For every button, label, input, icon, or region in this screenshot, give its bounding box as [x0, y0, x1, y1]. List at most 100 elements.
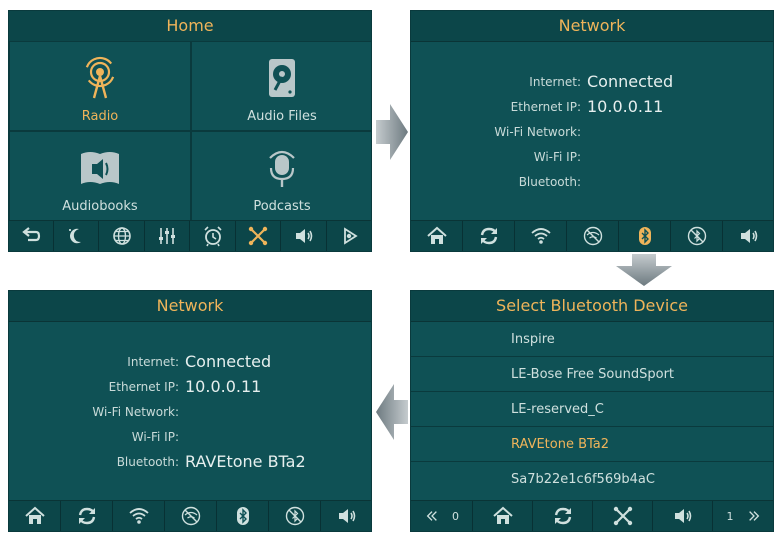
speaker-button[interactable]: [281, 221, 327, 251]
bluetooth-title: Select Bluetooth Device: [411, 291, 773, 322]
refresh-icon: [554, 507, 571, 525]
tile-radio-label: Radio: [81, 109, 119, 124]
device-label: Sa7b22e1c6f569b4aC: [511, 472, 655, 487]
home-screen: Home Radio Audio Files Audiobooks: [8, 10, 372, 252]
alarm-icon: [203, 226, 222, 247]
tile-audiobooks[interactable]: Audiobooks: [9, 131, 191, 221]
tile-audio-files-label: Audio Files: [247, 109, 317, 124]
bluetooth-button[interactable]: [619, 221, 671, 251]
info-key: Wi-Fi Network:: [92, 405, 179, 419]
bluetooth-off-button[interactable]: [269, 501, 321, 531]
device-item-selected[interactable]: RAVEtone BTa2: [411, 428, 773, 462]
info-value: Connected: [185, 352, 272, 371]
home-button[interactable]: [411, 221, 463, 251]
speaker-icon: [295, 229, 312, 243]
info-key: Bluetooth:: [518, 175, 581, 189]
page-prev-number: 0: [452, 509, 459, 523]
wifi-off-icon: [181, 506, 200, 526]
equalizer-button[interactable]: [145, 221, 190, 251]
network-toolbar-1: [411, 220, 773, 251]
microphone-icon: [269, 150, 295, 187]
refresh-button[interactable]: [463, 221, 515, 251]
tile-podcasts[interactable]: Podcasts: [191, 131, 371, 221]
connect-icon: [248, 226, 268, 246]
device-label: LE-reserved_C: [511, 402, 604, 417]
device-item[interactable]: LE-reserved_C: [411, 393, 773, 427]
back-icon: [22, 227, 41, 242]
page-prev-button[interactable]: 0: [411, 501, 473, 531]
info-key: Wi-Fi IP:: [131, 430, 179, 444]
refresh-button[interactable]: [533, 501, 593, 531]
arrow-left-icon: [376, 384, 408, 440]
device-label: Inspire: [511, 332, 555, 347]
device-label: LE-Bose Free SoundSport: [511, 367, 675, 382]
tile-audio-files[interactable]: Audio Files: [191, 41, 371, 131]
equalizer-icon: [159, 228, 175, 244]
device-item[interactable]: Sa7b22e1c6f569b4aC: [411, 463, 773, 497]
info-key: Wi-Fi Network:: [494, 125, 581, 139]
connect-button[interactable]: [593, 501, 653, 531]
tile-radio[interactable]: Radio: [9, 41, 191, 131]
home-icon: [426, 226, 447, 244]
back-button[interactable]: [9, 221, 54, 251]
home-icon: [492, 506, 513, 524]
info-key: Internet:: [529, 75, 581, 89]
globe-button[interactable]: [99, 221, 145, 251]
refresh-button[interactable]: [61, 501, 113, 531]
tile-audiobooks-label: Audiobooks: [62, 199, 138, 214]
bluetooth-off-icon: [687, 226, 706, 246]
sleep-icon: [69, 228, 81, 244]
page-next-number: 1: [726, 509, 734, 523]
network-screen-2: Network Internet:Connected Ethernet IP:1…: [8, 290, 372, 532]
refresh-icon: [78, 507, 95, 525]
bluetooth-button[interactable]: [217, 501, 269, 531]
bluetooth-toolbar: 0 1: [411, 500, 773, 531]
wifi-off-button[interactable]: [567, 221, 619, 251]
speaker-button[interactable]: [321, 501, 371, 531]
audiobook-icon: [81, 152, 119, 184]
home-toolbar: [9, 220, 371, 251]
tile-podcasts-label: Podcasts: [253, 199, 311, 214]
bluetooth-off-button[interactable]: [671, 221, 723, 251]
app-button[interactable]: [327, 221, 371, 251]
device-item[interactable]: Inspire: [411, 323, 773, 357]
info-value: Connected: [587, 72, 674, 91]
sleep-button[interactable]: [54, 221, 99, 251]
wifi-button[interactable]: [515, 221, 567, 251]
wifi-off-button[interactable]: [165, 501, 217, 531]
device-label: RAVEtone BTa2: [511, 437, 610, 452]
radio-tower-icon: [84, 56, 116, 99]
info-value: 10.0.0.11: [587, 97, 664, 116]
hard-disk-icon: [269, 59, 295, 97]
speaker-icon: [674, 509, 691, 523]
connect-button[interactable]: [236, 221, 281, 251]
home-title: Home: [9, 11, 371, 42]
network-title-2: Network: [9, 291, 371, 322]
device-item[interactable]: LE-Bose Free SoundSport: [411, 358, 773, 392]
wifi-button[interactable]: [113, 501, 165, 531]
home-button[interactable]: [9, 501, 61, 531]
arrow-right-icon: [376, 104, 408, 160]
arrow-down-icon: [616, 254, 672, 286]
double-chevron-left-icon: [426, 511, 437, 521]
info-key: Ethernet IP:: [510, 100, 581, 114]
speaker-button[interactable]: [723, 221, 773, 251]
wifi-off-icon: [583, 226, 602, 246]
app-icon: [344, 227, 358, 245]
bluetooth-select-screen: Select Bluetooth Device Inspire LE-Bose …: [410, 290, 774, 532]
speaker-button[interactable]: [653, 501, 713, 531]
bluetooth-icon: [638, 227, 651, 245]
refresh-icon: [480, 227, 497, 245]
bluetooth-icon: [236, 507, 249, 525]
alarm-button[interactable]: [190, 221, 236, 251]
home-icon: [24, 506, 45, 524]
wifi-icon: [530, 228, 551, 244]
info-key: Ethernet IP:: [108, 380, 179, 394]
network-title-1: Network: [411, 11, 773, 42]
globe-icon: [112, 227, 131, 245]
home-button[interactable]: [473, 501, 533, 531]
page-next-button[interactable]: 1: [713, 501, 773, 531]
connect-icon: [613, 506, 632, 526]
info-key: Wi-Fi IP:: [533, 150, 581, 164]
info-key: Bluetooth:: [116, 455, 179, 469]
